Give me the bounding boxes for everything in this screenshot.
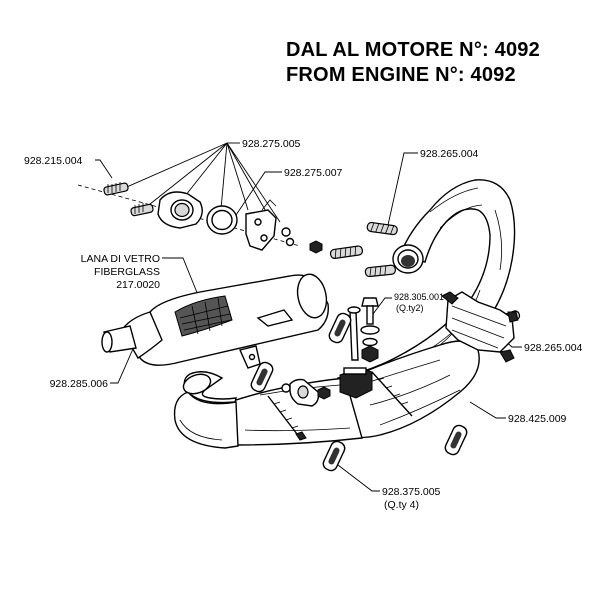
exhaust-flange xyxy=(157,191,203,229)
bolt-stack xyxy=(347,297,380,363)
hex-nut xyxy=(309,240,323,254)
label-928-265-004-top: 928.265.004 xyxy=(420,148,479,160)
pad-right xyxy=(444,424,468,456)
label-928-305-001: 928.305.001 xyxy=(394,292,444,302)
washer-small xyxy=(281,227,291,237)
long-bolt-left xyxy=(267,395,307,441)
center-mount xyxy=(267,297,413,441)
rubber-mount-pads xyxy=(250,312,468,472)
label-fiberglass: FIBERGLASS xyxy=(94,266,160,278)
flange-hardware xyxy=(103,182,323,254)
label-928-215-004: 928.215.004 xyxy=(24,155,83,167)
label-928-375-005: 928.375.005 xyxy=(382,486,441,498)
label-928-265-004-right: 928.265.004 xyxy=(524,342,583,354)
label-928-275-005: 928.275.005 xyxy=(242,138,301,150)
silencer xyxy=(101,273,329,369)
pad-mid-left xyxy=(250,361,274,393)
grommet-left xyxy=(289,378,320,407)
label-lana-di-vetro: LANA DI VETRO xyxy=(81,253,160,265)
ring-clamp xyxy=(441,291,519,363)
spring-middle xyxy=(329,245,364,259)
fiberglass-cutaway xyxy=(174,295,233,337)
pad-upper-left xyxy=(328,312,352,344)
header-engine-number-italian: DAL AL MOTORE N°: 4092 xyxy=(286,39,540,61)
label-217-0020: 217.0020 xyxy=(116,279,160,291)
header-engine-number-english: FROM ENGINE N°: 4092 xyxy=(286,64,516,86)
part-labels: 928.215.004 928.275.005 928.275.007 928.… xyxy=(24,138,583,511)
stud-lower xyxy=(130,203,154,217)
mount-bracket xyxy=(245,199,277,251)
label-928-275-007: 928.275.007 xyxy=(284,167,343,179)
leader-lines xyxy=(77,142,522,492)
inlet-sleeve xyxy=(392,244,424,274)
pad-bottom xyxy=(322,440,346,472)
label-928-305-001-qty: (Q.ty2) xyxy=(396,303,424,313)
silencer-tab xyxy=(256,309,294,327)
stud-upper xyxy=(103,182,129,196)
spring-lower xyxy=(364,264,396,278)
spring-top xyxy=(366,221,398,236)
label-928-285-006: 928.285.006 xyxy=(50,378,109,390)
long-bolt-right xyxy=(371,371,413,417)
label-928-425-009: 928.425.009 xyxy=(508,413,567,425)
washer-small-2 xyxy=(285,237,295,247)
expansion-chamber xyxy=(173,179,516,449)
tail-pipe xyxy=(101,325,137,353)
gasket-ring xyxy=(206,205,238,235)
label-928-375-005-qty: (Q.ty 4) xyxy=(384,499,419,511)
